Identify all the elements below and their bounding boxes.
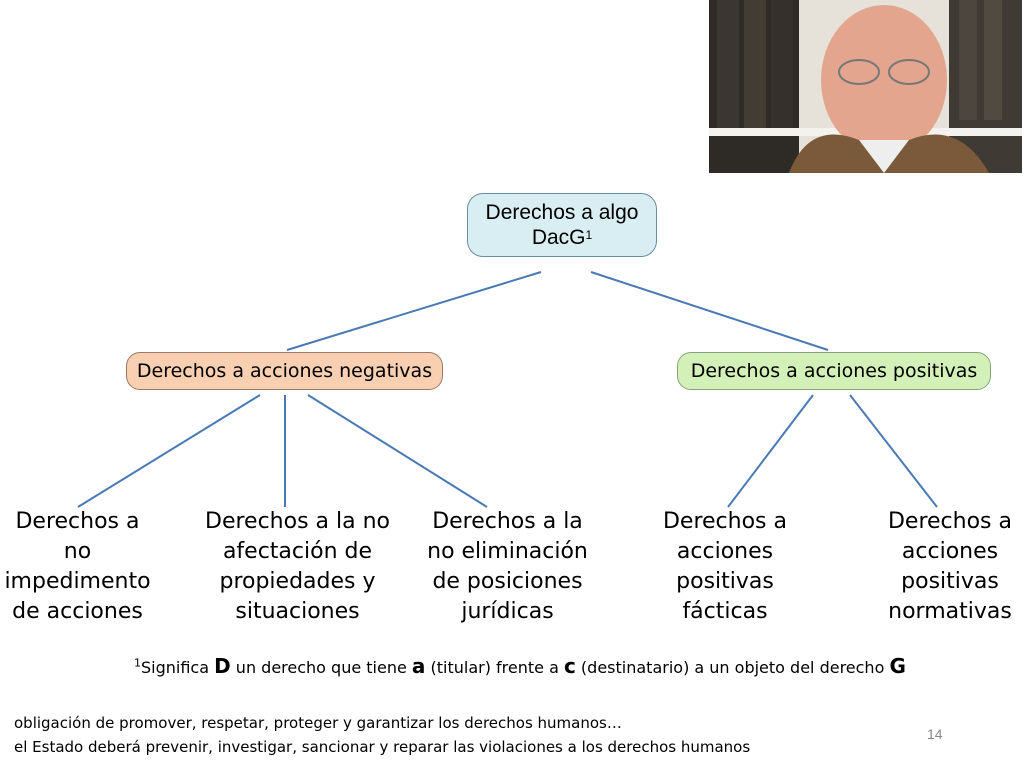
connector-negative-leaf1 [77, 394, 261, 508]
portrait-photo [709, 0, 1022, 173]
positive-actions-node: Derechos a acciones positivas [677, 352, 991, 390]
connector-root-negative [286, 271, 542, 351]
connector-positive-leaf1 [727, 394, 814, 508]
bottom-line-2: el Estado deberá prevenir, investigar, s… [14, 738, 751, 756]
leaf-positivas-normativas: Derechos a acciones positivas normativas [887, 509, 1012, 624]
connector-negative-leaf3 [307, 394, 488, 508]
root-node: Derechos a algo DacG1 [467, 193, 657, 257]
leaf-no-impedimento: Derechos a no impedimento de acciones [4, 509, 151, 624]
bottom-line-1: obligación de promover, respetar, proteg… [14, 714, 622, 732]
connector-root-positive [590, 271, 829, 351]
page-number: 14 [927, 726, 943, 742]
leaf-no-afectacion: Derechos a la no afectación de propiedad… [205, 509, 390, 624]
footnote-mark: 1 [134, 656, 141, 670]
leaf-positivas-facticas: Derechos a acciones positivas fácticas [662, 509, 787, 624]
footnote: 1Significa D un derecho que tiene a (tit… [134, 654, 906, 678]
connector-positive-leaf2 [849, 394, 938, 508]
leaf-no-eliminacion: Derechos a la no eliminación de posicion… [427, 509, 588, 624]
root-title: Derechos a algo [485, 201, 639, 224]
negative-actions-node: Derechos a acciones negativas [126, 352, 443, 390]
root-footnote-mark: 1 [585, 228, 593, 242]
root-code: DacG1 [531, 226, 593, 249]
